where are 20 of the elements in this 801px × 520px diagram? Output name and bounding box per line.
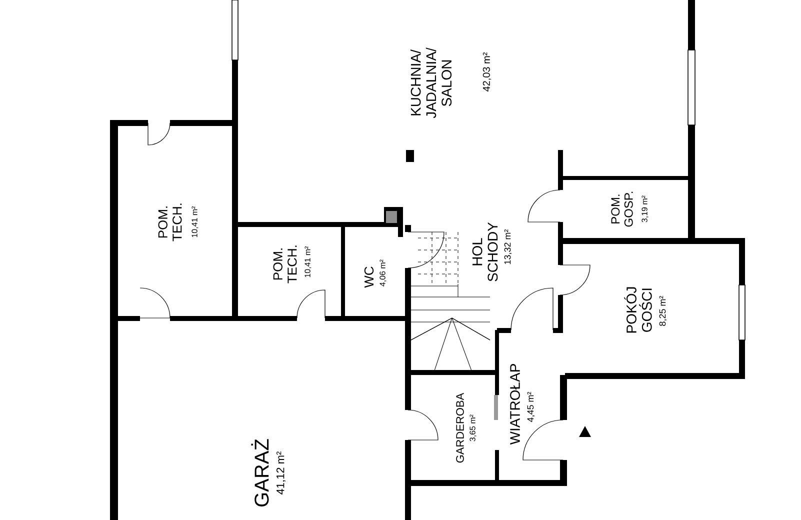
room-label: HOL SCHODY (472, 222, 498, 282)
room-label: GARAŻ (251, 439, 269, 506)
area-label: 3,65 m² (470, 414, 476, 442)
area-label: 4,45 m² (527, 392, 535, 422)
area-label: 8,25 m² (659, 296, 667, 326)
area-label: 10,41 m² (304, 246, 312, 278)
room-label: WC (364, 266, 374, 288)
area-label: 3,19 m² (642, 196, 648, 222)
room-label: POM. TECH. (158, 204, 182, 242)
room-label: GARDEROBA (456, 392, 464, 463)
room-label: POKÓJ GOŚCI (624, 287, 652, 333)
area-label: 10,41 m² (192, 206, 198, 238)
room-label: POM. TECH. (273, 246, 297, 284)
room-label: KUCHNIA/ JADALNIA/ SALON (410, 48, 452, 118)
area-label: 42,03 m² (482, 52, 492, 92)
room-label: POM. GOSP. (611, 192, 633, 227)
area-label: 13,32 m² (504, 229, 512, 264)
area-label: 41,12 m² (276, 452, 286, 494)
area-label: 4,06 m² (380, 260, 386, 286)
room-label: WIATROŁAP (510, 364, 520, 445)
